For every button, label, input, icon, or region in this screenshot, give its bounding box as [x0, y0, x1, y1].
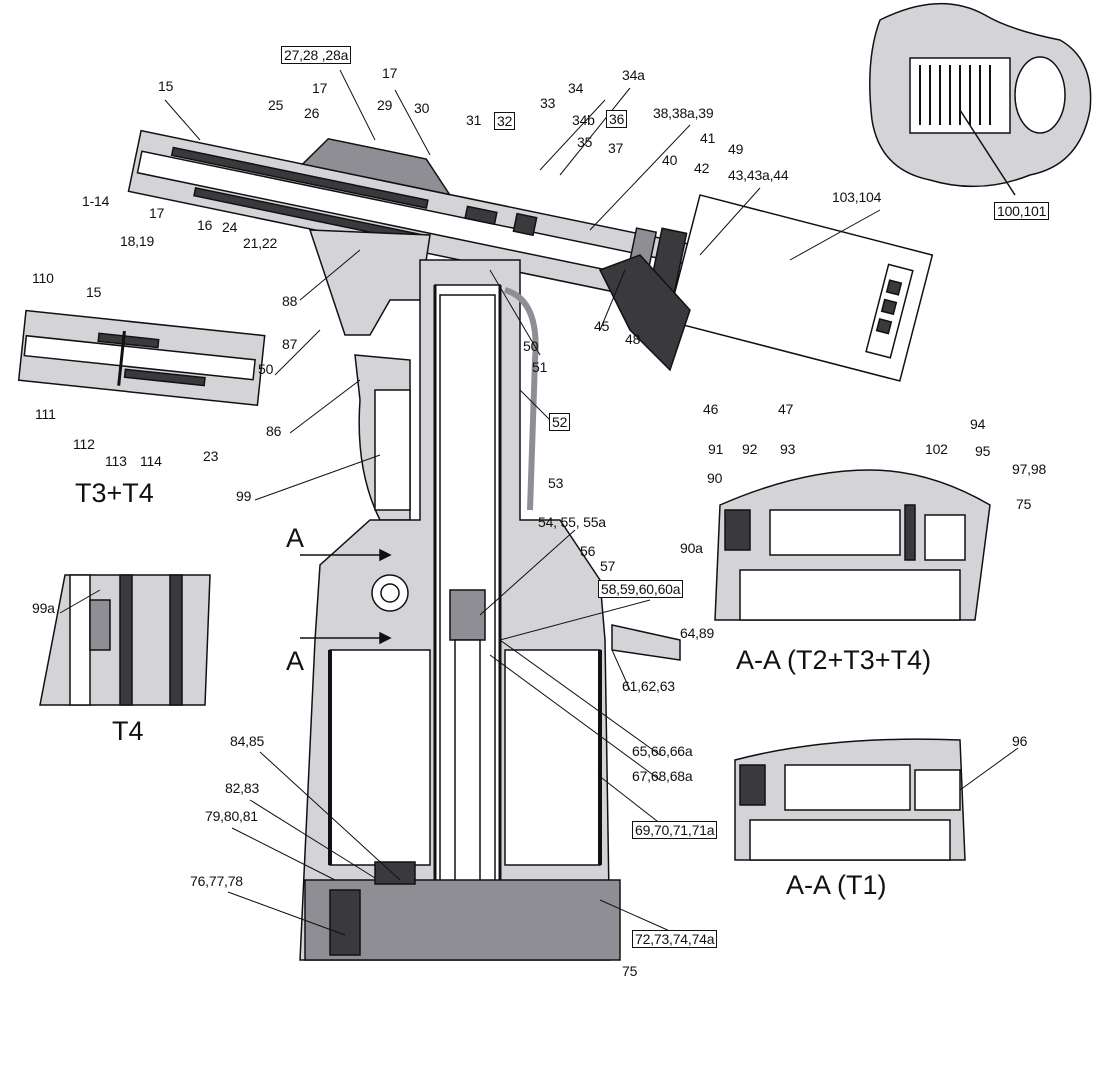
part-label: 17 — [382, 65, 398, 81]
part-label: 75 — [622, 963, 638, 979]
part-label: 86 — [266, 423, 282, 439]
part-label: 48 — [625, 331, 641, 347]
part-label: 31 — [466, 112, 482, 128]
part-label: 21,22 — [243, 235, 278, 251]
view-title-t3t4: T3+T4 — [75, 478, 154, 508]
part-label: 35 — [577, 134, 593, 150]
part-label: 43,43a,44 — [728, 167, 789, 183]
part-label: 90a — [680, 540, 703, 556]
section-aa-t2t3t4-view — [714, 469, 991, 621]
part-label-boxed: 72,73,74,74a — [632, 930, 718, 948]
part-label: 91 — [708, 441, 724, 457]
filter-detail-view — [869, 2, 1092, 196]
part-label: 61,62,63 — [622, 678, 675, 694]
part-label: 93 — [780, 441, 796, 457]
part-label: 102 — [925, 441, 948, 457]
part-label: 88 — [282, 293, 298, 309]
part-label: 50 — [258, 361, 274, 377]
part-label: 99 — [236, 488, 252, 504]
part-label: 53 — [548, 475, 564, 491]
part-label: 23 — [203, 448, 219, 464]
oil-canister — [666, 194, 934, 382]
part-label-boxed: 52 — [549, 413, 571, 431]
part-label-boxed: 32 — [494, 112, 516, 130]
part-label: 110 — [32, 270, 54, 286]
part-label: 67,68,68a — [632, 768, 693, 784]
part-label: 97,98 — [1012, 461, 1047, 477]
part-label: 17 — [149, 205, 165, 221]
part-label: 75 — [1016, 496, 1032, 512]
part-label: 34b — [572, 112, 595, 128]
head-assembly — [127, 129, 691, 318]
part-label: 42 — [694, 160, 710, 176]
part-label: 82,83 — [225, 780, 260, 796]
part-label: 1-14 — [82, 193, 110, 209]
part-label: 103,104 — [832, 189, 882, 205]
part-label: 26 — [304, 105, 320, 121]
part-label: 113 — [105, 453, 127, 469]
part-label: 33 — [540, 95, 556, 111]
part-label: 24 — [222, 219, 238, 235]
part-label: 17 — [312, 80, 328, 96]
part-label: 112 — [73, 436, 95, 452]
view-title-aa-t1: A-A (T1) — [786, 870, 887, 900]
part-label: 50 — [523, 338, 539, 354]
part-label: 18,19 — [120, 233, 155, 249]
part-label-boxed: 36 — [606, 110, 628, 128]
part-label: 51 — [532, 359, 548, 375]
part-label: 95 — [975, 443, 991, 459]
part-label: 87 — [282, 336, 298, 352]
part-label: 57 — [600, 558, 616, 574]
part-label: 49 — [728, 141, 744, 157]
part-label: 65,66,66a — [632, 743, 693, 759]
t4-detail-view — [39, 574, 211, 706]
view-title-t4: T4 — [112, 716, 144, 746]
part-label: 79,80,81 — [205, 808, 258, 824]
part-label: 114 — [140, 453, 162, 469]
section-marker-a-top: A — [286, 523, 305, 553]
section-aa-t1-view — [734, 738, 966, 861]
part-label-boxed: 100,101 — [994, 202, 1050, 220]
view-title-aa-t2t3t4: A-A (T2+T3+T4) — [736, 645, 932, 675]
part-label: 64,89 — [680, 625, 715, 641]
part-label: 54, 55, 55a — [538, 514, 606, 530]
part-label: 94 — [970, 416, 986, 432]
part-label: 47 — [778, 401, 794, 417]
part-label-boxed: 69,70,71,71a — [632, 821, 718, 839]
air-inlet — [611, 624, 681, 661]
part-label: 16 — [197, 217, 213, 233]
nozzle-t3t4-view — [17, 309, 266, 407]
part-label: 92 — [742, 441, 758, 457]
part-label: 29 — [377, 97, 393, 113]
part-label: 45 — [594, 318, 610, 334]
part-label: 76,77,78 — [190, 873, 243, 889]
part-label: 96 — [1012, 733, 1028, 749]
part-label: 56 — [580, 543, 596, 559]
part-label-boxed: 58,59,60,60a — [598, 580, 684, 598]
part-label: 15 — [86, 284, 102, 300]
part-label: 46 — [703, 401, 719, 417]
leader-lines — [59, 69, 1019, 941]
part-label-boxed: 27,28 ,28a — [281, 46, 352, 64]
part-label: 15 — [158, 78, 174, 94]
part-label: 40 — [662, 152, 678, 168]
section-marker-a-bottom: A — [286, 646, 305, 676]
part-label: 38,38a,39 — [653, 105, 714, 121]
part-label: 25 — [268, 97, 284, 113]
part-label: 30 — [414, 100, 430, 116]
part-label: 41 — [700, 130, 716, 146]
part-label: 34a — [622, 67, 645, 83]
part-label: 90 — [707, 470, 723, 486]
part-label: 84,85 — [230, 733, 265, 749]
part-label: 111 — [35, 406, 56, 422]
part-label: 34 — [568, 80, 584, 96]
part-label: 37 — [608, 140, 624, 156]
part-label: 99a — [32, 600, 55, 616]
